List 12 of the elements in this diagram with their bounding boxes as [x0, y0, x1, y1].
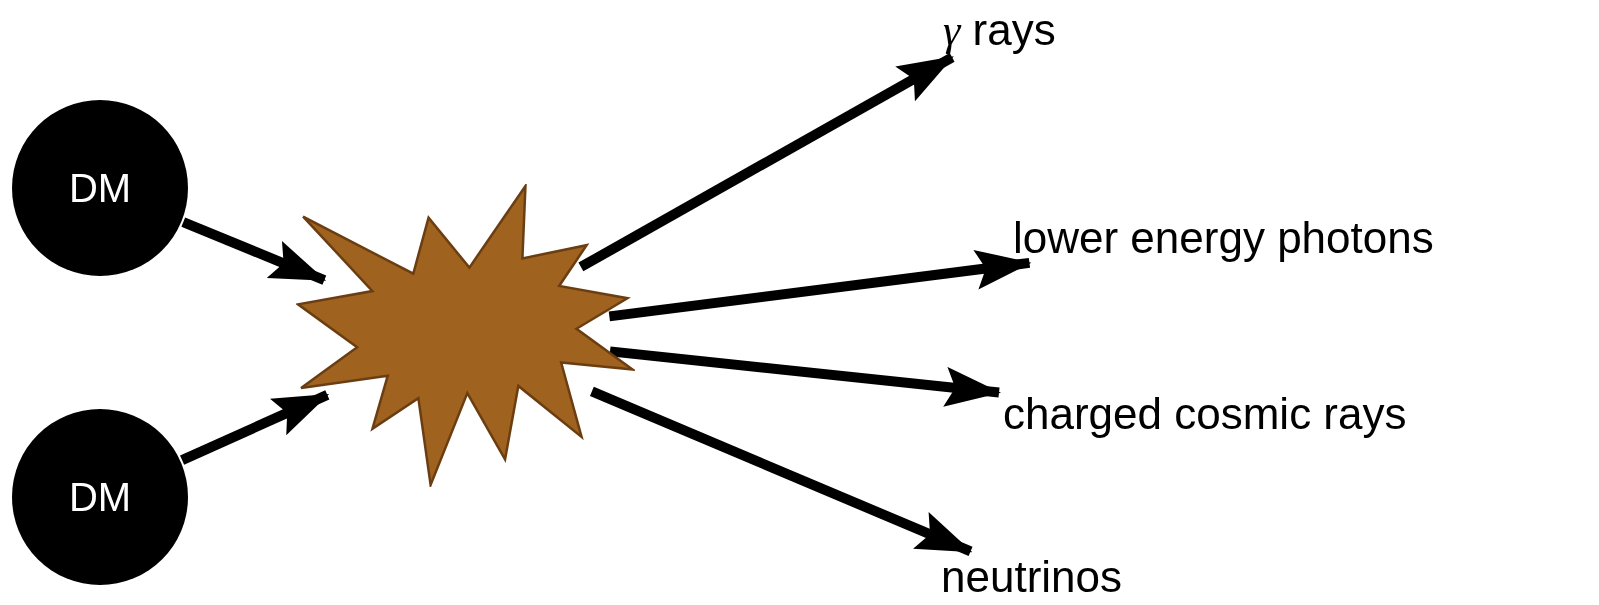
particle-label: DM — [68, 165, 132, 211]
arrow — [589, 386, 973, 557]
arrow — [608, 249, 1032, 322]
arrow — [609, 346, 1001, 407]
product-label: γ rays — [943, 5, 1056, 54]
arrow — [578, 53, 955, 272]
product-label: charged cosmic rays — [1003, 389, 1407, 438]
product-label: lower energy photons — [1013, 213, 1434, 262]
product-label: neutrinos — [941, 552, 1122, 601]
particle-label: DM — [68, 474, 132, 520]
arrow — [181, 217, 327, 285]
arrow — [180, 390, 330, 465]
